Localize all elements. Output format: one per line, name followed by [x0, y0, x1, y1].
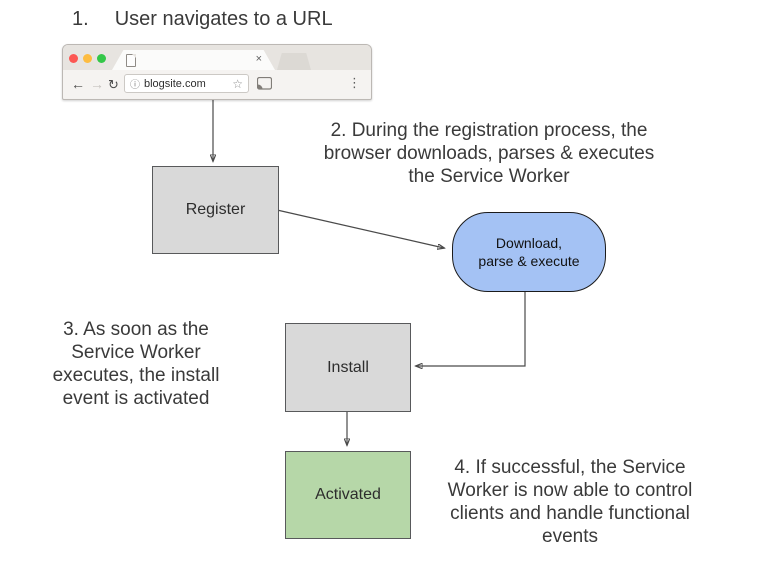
node-download-parse-execute: Download, parse & execute — [452, 212, 606, 292]
info-icon: ⓘ — [130, 80, 140, 91]
step4-line: events — [542, 526, 598, 547]
node-install: Install — [285, 323, 411, 412]
step4-line: 4. If successful, the Service — [454, 457, 686, 478]
node-register-label: Register — [185, 201, 246, 218]
browser-window: × ← → ↻ ⓘ blogsite.com ☆ ⋮ — [62, 44, 372, 100]
traffic-light-green-icon — [97, 54, 106, 63]
menu-dots-icon: ⋮ — [348, 75, 361, 90]
address-bar: ⓘ blogsite.com ☆ — [124, 74, 249, 93]
step4-line: Worker is now able to control — [447, 480, 693, 501]
step3-line: executes, the install — [52, 365, 220, 386]
step2-line: 2. During the registration process, the — [330, 120, 648, 141]
node-download-label-line2: parse & execute — [478, 253, 580, 269]
browser-tabstrip: × — [63, 45, 371, 70]
step3-caption: 3. As soon as the Service Worker execute… — [24, 318, 248, 410]
step4-line: clients and handle functional — [450, 503, 690, 524]
connector-register-to-download — [276, 209, 444, 248]
step3-line: 3. As soon as the — [63, 319, 209, 340]
document-icon — [126, 54, 136, 67]
step3-line: Service Worker — [71, 342, 201, 363]
node-download-label-line1: Download, — [495, 235, 563, 251]
browser-active-tab: × — [112, 50, 275, 70]
node-install-label: Install — [327, 358, 369, 376]
step3-line: event is activated — [62, 388, 210, 409]
star-icon: ☆ — [232, 76, 243, 91]
node-activated: Activated — [285, 451, 411, 539]
step2-line: browser downloads, parses & executes — [323, 143, 655, 164]
reload-icon: ↻ — [108, 77, 119, 92]
step2-line: the Service Worker — [408, 166, 570, 187]
browser-inactive-tab — [277, 53, 311, 70]
node-register: Register — [152, 166, 279, 254]
step1-text: User navigates to a URL — [114, 8, 333, 30]
close-tab-icon: × — [255, 53, 262, 65]
step1-caption: 1. User navigates to a URL — [72, 8, 333, 31]
connector-download-to-install — [416, 291, 526, 366]
step2-caption: 2. During the registration process, the … — [284, 119, 694, 188]
traffic-light-yellow-icon — [83, 54, 92, 63]
step4-caption: 4. If successful, the Service Worker is … — [416, 456, 724, 548]
traffic-light-red-icon — [69, 54, 78, 63]
browser-toolbar: ← → ↻ ⓘ blogsite.com ☆ ⋮ — [63, 70, 371, 98]
forward-icon: → — [90, 76, 104, 92]
node-activated-label: Activated — [315, 486, 381, 503]
url-text: blogsite.com — [144, 77, 206, 90]
cast-icon — [257, 77, 272, 90]
step1-number: 1. — [72, 8, 89, 30]
back-icon: ← — [71, 76, 85, 92]
